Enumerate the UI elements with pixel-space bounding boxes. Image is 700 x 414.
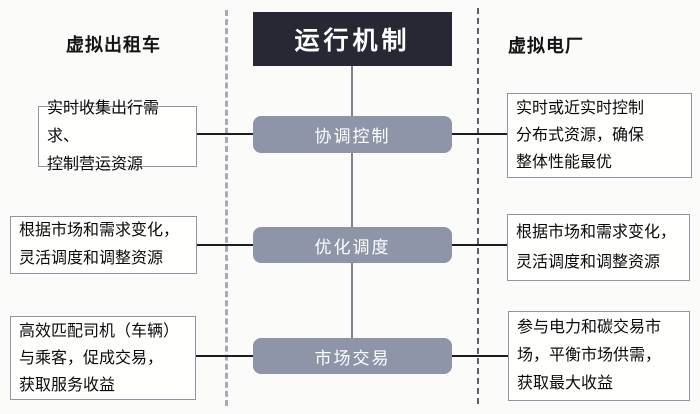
left-dashed-divider xyxy=(225,10,228,406)
connector-line xyxy=(452,355,508,357)
connector-line xyxy=(452,244,507,246)
connector-line xyxy=(197,133,253,135)
mechanism-node-optimized-dispatch: 优化调度 xyxy=(253,227,452,263)
mechanism-node-coordinated-control: 协调控制 xyxy=(253,116,452,153)
left-column-header: 虚拟出租车 xyxy=(66,35,161,55)
power-plant-description-box: 实时或近实时控制 分布式资源，确保 整体性能最优 xyxy=(507,93,692,178)
right-column-header: 虚拟电厂 xyxy=(508,36,584,56)
center-spine-line xyxy=(351,66,353,356)
taxi-description-box: 根据市场和需求变化， 灵活调度和调整资源 xyxy=(10,216,197,274)
mechanism-node-market-trading: 市场交易 xyxy=(253,338,452,374)
taxi-description-box: 实时收集出行需求、 控制营运资源 xyxy=(38,100,197,173)
right-dashed-divider xyxy=(477,8,479,404)
power-plant-description-box: 参与电力和碳交易市 场，平衡市场供需， 获取最大收益 xyxy=(508,311,690,401)
taxi-description-box: 高效匹配司机（车辆） 与乘客，促成交易， 获取服务收益 xyxy=(10,316,196,400)
connector-line xyxy=(197,244,253,246)
connector-line xyxy=(196,355,253,357)
connector-line xyxy=(452,133,507,135)
power-plant-description-box: 根据市场和需求变化， 灵活调度和调整资源 xyxy=(507,214,690,281)
diagram-title: 运行机制 xyxy=(253,12,452,66)
